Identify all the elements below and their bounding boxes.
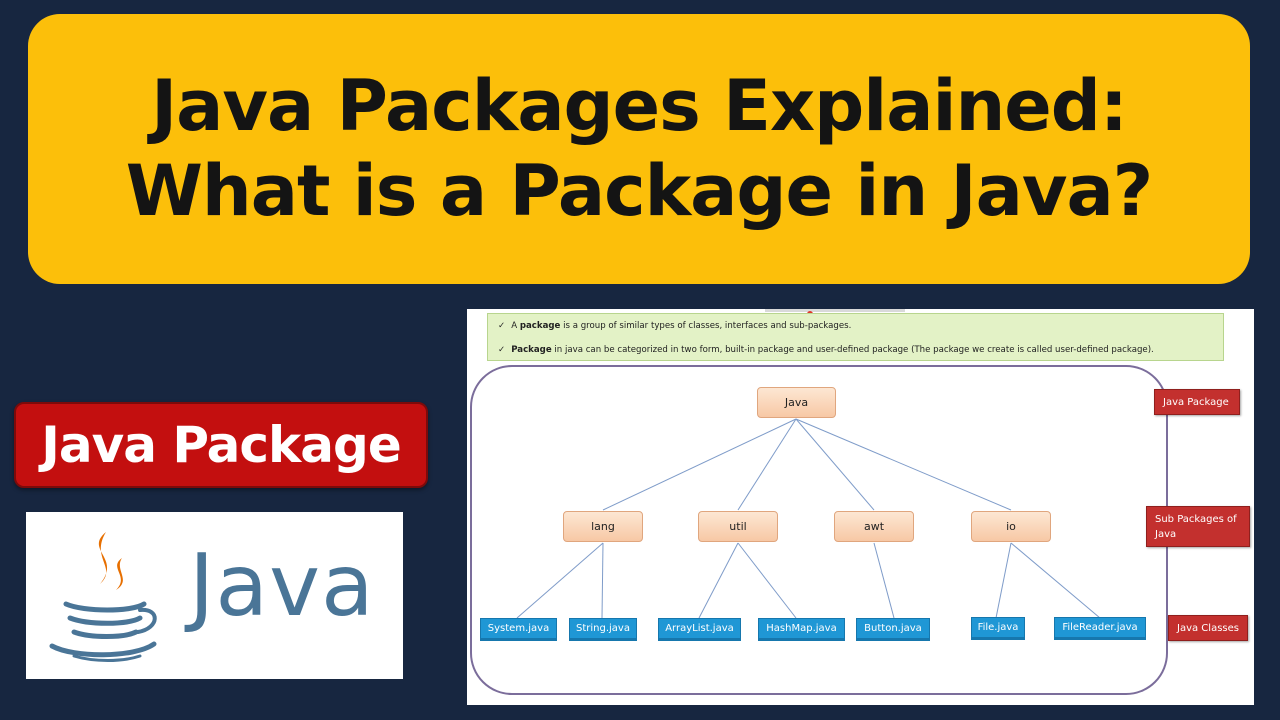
definition-notes: ✓ A package is a group of similar types o… — [487, 313, 1224, 361]
note-text: in java can be categorized in two form, … — [551, 345, 1154, 355]
node-awt: awt — [834, 511, 914, 542]
class-arraylist-java: ArrayList.java — [658, 618, 741, 641]
title-line-1: Java Packages Explained: — [151, 64, 1128, 147]
connector-java-io — [795, 418, 1012, 511]
node-java: Java — [757, 387, 836, 418]
title-line-2: What is a Package in Java? — [125, 150, 1154, 232]
note-keyword: Package — [511, 345, 552, 355]
java-logo-wordmark: Java — [189, 536, 375, 636]
slide-top-tab — [765, 309, 905, 312]
class-file-java: File.java — [971, 617, 1025, 640]
check-icon: ✓ — [498, 345, 506, 355]
java-coffee-cup-icon — [49, 532, 157, 662]
node-util: util — [698, 511, 778, 542]
connector-java-awt — [795, 418, 875, 511]
class-button-java: Button.java — [856, 618, 930, 641]
note-keyword: package — [519, 321, 561, 331]
note-item: ✓ A package is a group of similar types o… — [498, 321, 851, 331]
connector-java-util — [737, 418, 797, 511]
topic-badge-label: Java Package — [41, 416, 401, 474]
title-banner: Java Packages Explained: What is a Packa… — [28, 14, 1250, 284]
note-text: A — [511, 321, 520, 331]
class-string-java: String.java — [569, 618, 637, 641]
connector-io-file — [995, 542, 1012, 619]
package-diagram-slide: ✓ A package is a group of similar types o… — [467, 309, 1254, 705]
connector-util-arraylist — [698, 542, 739, 619]
legend-java-classes: Java Classes — [1168, 615, 1248, 641]
note-text: is a group of similar types of classes, … — [560, 321, 852, 331]
check-icon: ✓ — [498, 321, 506, 331]
java-logo: Java — [26, 512, 403, 679]
node-lang: lang — [563, 511, 643, 542]
connector-lang-system — [516, 542, 604, 619]
connector-java-lang — [602, 418, 797, 511]
node-io: io — [971, 511, 1051, 542]
hierarchy-connectors — [516, 418, 1101, 619]
connector-io-filereader — [1010, 542, 1101, 619]
class-filereader-java: FileReader.java — [1054, 617, 1146, 640]
class-system-java: System.java — [480, 618, 557, 641]
connector-util-hashmap — [737, 542, 797, 619]
legend-java-package: Java Package — [1154, 389, 1240, 415]
connector-lang-string — [601, 542, 604, 619]
legend-sub-packages: Sub Packages of Java — [1146, 506, 1250, 547]
topic-badge: Java Package — [14, 402, 428, 488]
class-hashmap-java: HashMap.java — [758, 618, 845, 641]
connector-awt-button — [873, 542, 895, 619]
note-item: ✓ Package in java can be categorized in t… — [498, 345, 1154, 355]
